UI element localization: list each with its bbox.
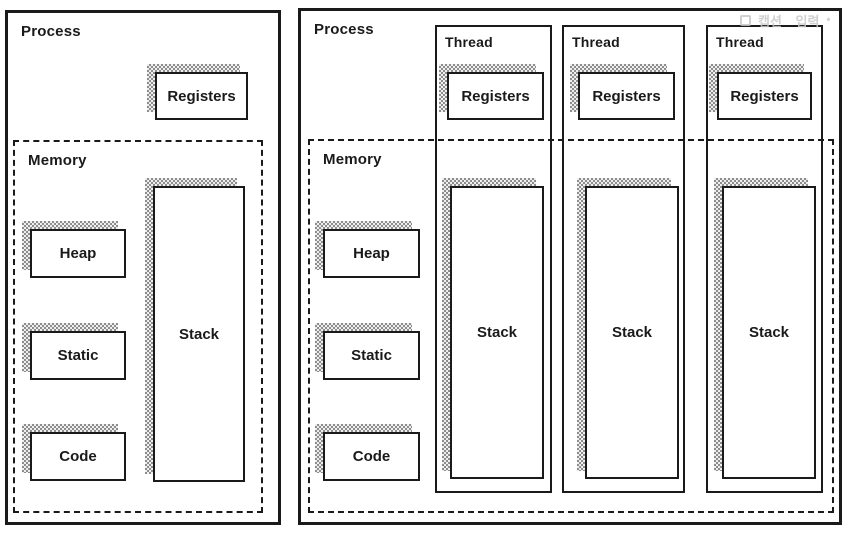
- thread-title: Thread: [445, 34, 493, 50]
- registers-box: Registers: [147, 64, 248, 120]
- stack-label: Stack: [611, 324, 653, 341]
- registers-box-thread-2: Registers: [570, 64, 675, 120]
- heap-label: Heap: [59, 245, 97, 262]
- static-label: Static: [57, 347, 99, 364]
- thread-title: Thread: [716, 34, 764, 50]
- memory-title: Memory: [28, 152, 87, 169]
- static-box: Static: [315, 323, 420, 380]
- caption-input-watermark: 캡션 입력 •: [740, 10, 830, 30]
- heap-box: Heap: [22, 221, 126, 278]
- static-label: Static: [351, 347, 392, 364]
- memory-title: Memory: [323, 151, 382, 168]
- stack-label: Stack: [748, 324, 790, 341]
- heap-box: Heap: [315, 221, 420, 278]
- watermark-text: 캡션 입력: [758, 13, 820, 29]
- registers-box-thread-3: Registers: [709, 64, 812, 120]
- registers-box-thread-1: Registers: [439, 64, 544, 120]
- stack-box-thread-3: Stack: [714, 178, 816, 479]
- stack-label: Stack: [178, 325, 220, 343]
- registers-label: Registers: [461, 87, 530, 105]
- dot-icon: •: [826, 13, 831, 26]
- memory-region-left: Memory: [13, 140, 263, 513]
- code-box: Code: [315, 424, 420, 481]
- square-outline-icon: [740, 14, 751, 26]
- stack-box-thread-1: Stack: [442, 178, 544, 479]
- thread-title: Thread: [572, 34, 620, 50]
- code-label: Code: [352, 448, 391, 465]
- process-title: Process: [314, 21, 374, 38]
- heap-label: Heap: [353, 245, 390, 262]
- stack-label: Stack: [476, 324, 518, 341]
- process-title: Process: [21, 23, 81, 40]
- registers-label: Registers: [592, 87, 661, 105]
- memory-region-right: Memory: [308, 139, 834, 513]
- registers-label: Registers: [167, 87, 236, 105]
- code-box: Code: [22, 424, 126, 481]
- code-label: Code: [59, 448, 97, 465]
- registers-label: Registers: [730, 87, 799, 105]
- static-box: Static: [22, 323, 126, 380]
- stack-box: Stack: [145, 178, 245, 482]
- stack-box-thread-2: Stack: [577, 178, 679, 479]
